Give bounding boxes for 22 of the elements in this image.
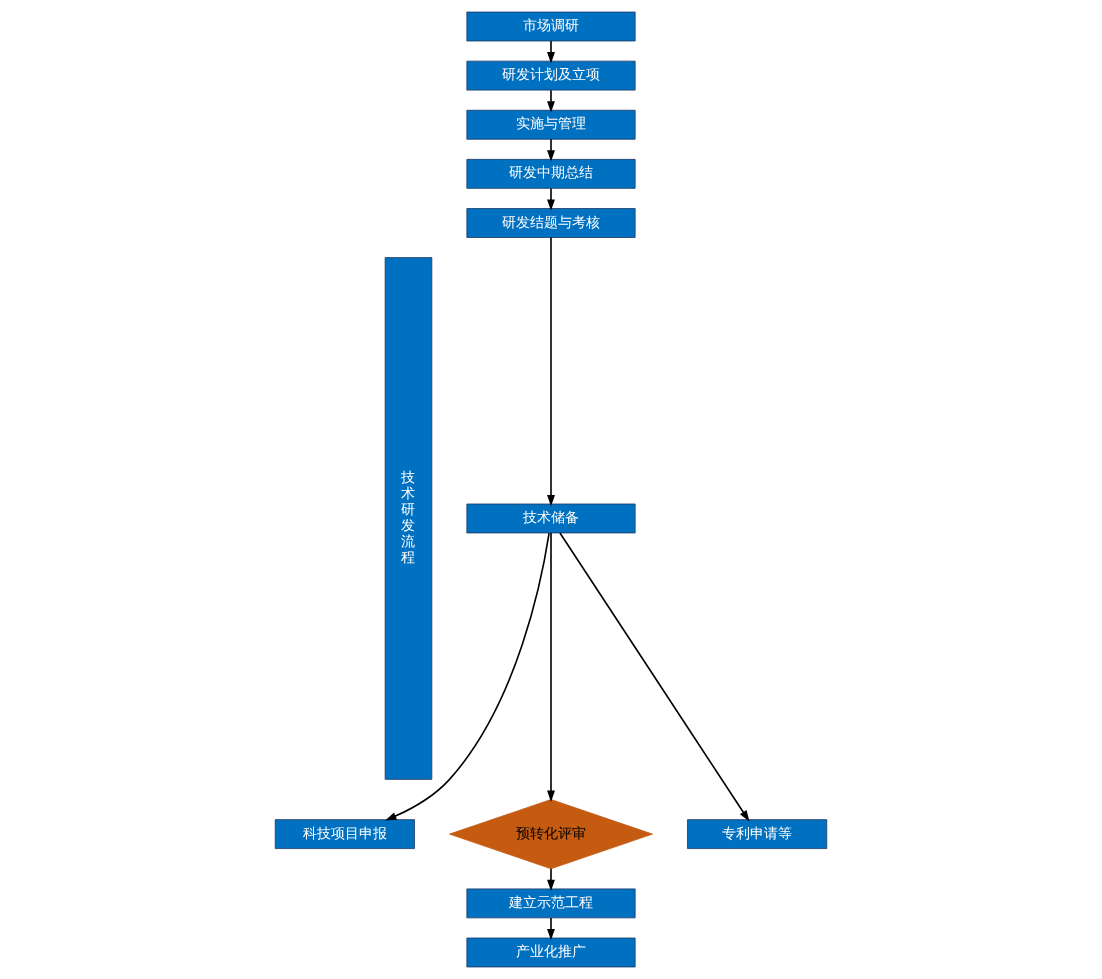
- node-box: 技术研发流程: [384, 257, 433, 780]
- arrow: [547, 187, 555, 211]
- node-box: 研发结题与考核: [466, 208, 636, 238]
- node-diamond: 预转化评审: [449, 799, 653, 870]
- node-box: 技术储备: [466, 503, 636, 534]
- node-box: 产业化推广: [466, 937, 636, 968]
- node-box: 研发中期总结: [466, 158, 636, 189]
- arrow: [547, 89, 555, 113]
- node-box: 市场调研: [466, 11, 636, 42]
- node-box: 研发计划及立项: [466, 60, 636, 91]
- arrow: [547, 867, 555, 891]
- arrow: [547, 532, 555, 802]
- node-box: 专利申请等: [687, 819, 828, 850]
- arrow: [547, 40, 555, 64]
- arrow: [385, 532, 550, 821]
- node-box: 建立示范工程: [466, 888, 636, 919]
- arrow: [547, 138, 555, 162]
- node-box: 实施与管理: [466, 109, 636, 140]
- node-box: 科技项目申报: [274, 819, 415, 850]
- arrow: [559, 532, 750, 822]
- arrow: [547, 236, 555, 507]
- arrow: [547, 917, 555, 941]
